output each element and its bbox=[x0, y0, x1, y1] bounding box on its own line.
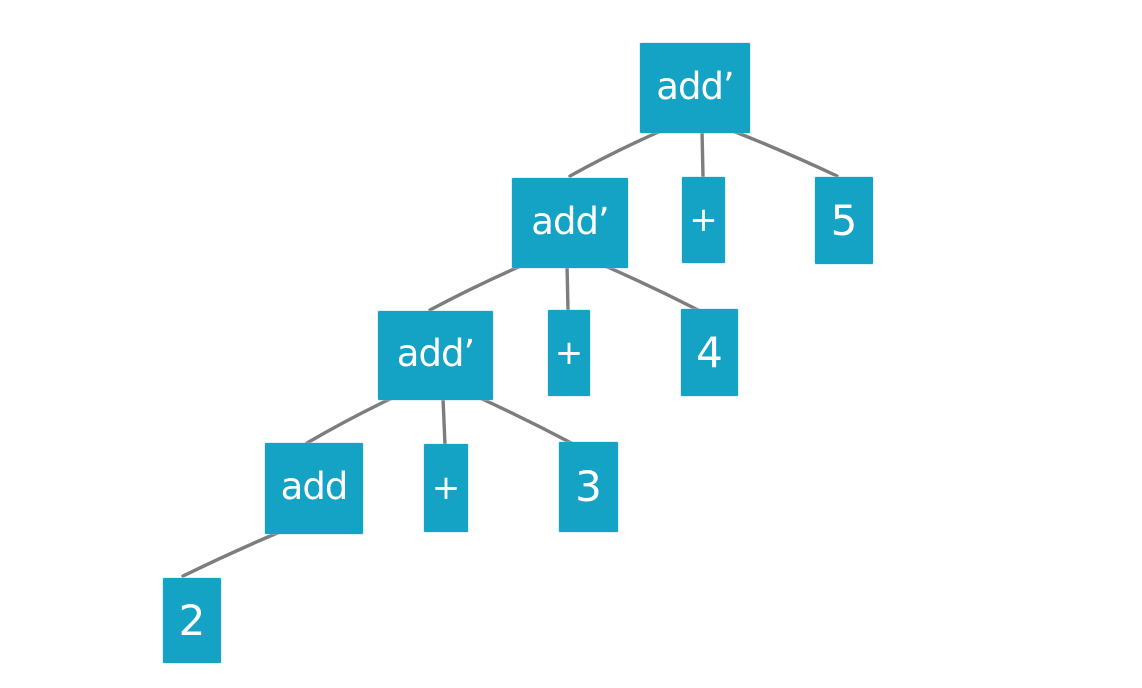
edge-add1-leaf2 bbox=[181, 529, 284, 578]
edge-addprime1-addprime2 bbox=[568, 128, 665, 178]
edge-addprime1-plus1 bbox=[700, 128, 705, 178]
tree-node-plus-2: + bbox=[548, 310, 590, 396]
tree-node-add-prime-2: add’ bbox=[512, 178, 628, 268]
tree-node-leaf-4: 4 bbox=[681, 309, 738, 396]
edge-addprime1-leaf5 bbox=[731, 129, 839, 178]
tree-node-leaf-2: 2 bbox=[163, 578, 221, 663]
edge-addprime3-plus3 bbox=[441, 396, 447, 447]
edge-addprime2-leaf4 bbox=[601, 263, 700, 312]
edge-addprime3-leaf3 bbox=[478, 396, 577, 447]
tree-node-add-prime-1: add’ bbox=[640, 43, 750, 133]
edge-addprime2-plus2 bbox=[565, 263, 570, 312]
tree-node-add-prime-3: add’ bbox=[378, 311, 493, 400]
tree-node-plus-3: + bbox=[424, 444, 468, 532]
tree-node-leaf-5: 5 bbox=[815, 177, 873, 264]
edge-addprime3-add1 bbox=[305, 396, 394, 445]
tree-node-plus-1: + bbox=[682, 177, 725, 263]
edge-addprime2-addprime3 bbox=[428, 263, 525, 312]
tree-node-leaf-3: 3 bbox=[559, 442, 618, 532]
tree-node-add-1: add bbox=[265, 443, 363, 534]
